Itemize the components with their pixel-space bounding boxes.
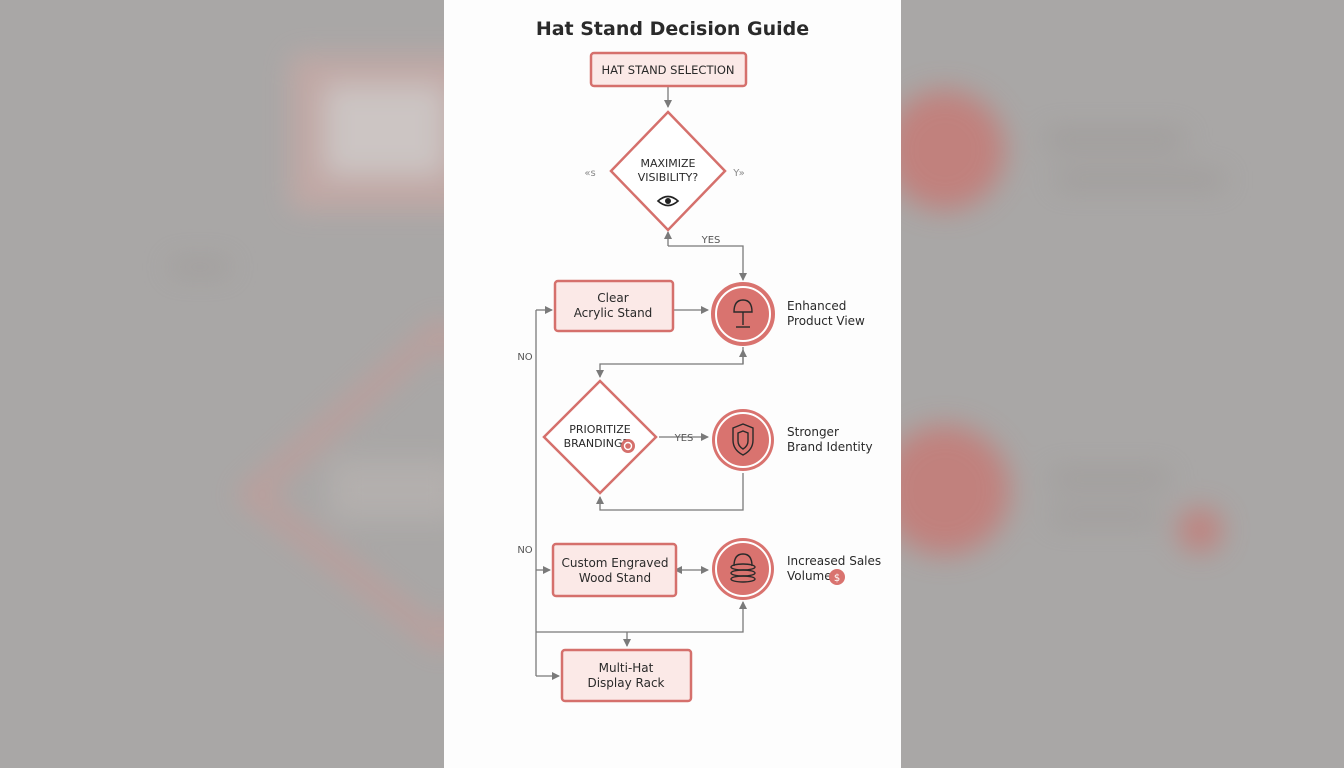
edge-label-yes1: YES — [701, 235, 721, 246]
lamp-icon — [733, 299, 753, 328]
outcome-brand — [712, 409, 774, 471]
outcome-brand-line2: Brand Identity — [787, 440, 873, 454]
dollar-badge-icon: $ — [829, 569, 845, 585]
outcome-sales-line1: Increased Sales — [787, 554, 881, 568]
hat-stack-icon — [730, 553, 756, 583]
node-start-label: HAT STAND SELECTION — [601, 63, 734, 77]
decision-visibility-line1: MAXIMIZE — [640, 157, 695, 170]
outcome-view-line1: Enhanced — [787, 299, 846, 313]
edge-bottom-bus — [536, 601, 747, 633]
node-start: HAT STAND SELECTION — [589, 51, 748, 88]
node-acrylic-stand: Clear Acrylic Stand — [553, 279, 675, 333]
decision-visibility-line2: VISIBILITY? — [638, 171, 699, 184]
decision-visibility: MAXIMIZE VISIBILITY? — [609, 110, 727, 232]
edge-label-no2: NO — [517, 545, 532, 556]
decision-branding-line1: PRIORITIZE — [569, 423, 631, 436]
badge-icon — [621, 439, 635, 453]
node-acrylic-line2: Acrylic Stand — [574, 306, 653, 320]
edge-decision1-yes — [668, 245, 747, 281]
outcome-sales — [712, 538, 774, 600]
outcome-view-line2: Product View — [787, 314, 865, 328]
eye-icon — [656, 195, 680, 207]
connectors — [535, 87, 747, 680]
side-label-left: «s — [584, 168, 595, 179]
outcome-view — [711, 282, 775, 346]
outcome-sales-line2: Volume — [787, 569, 832, 583]
decision-branding-line2: BRANDING? — [564, 437, 629, 450]
node-display-rack: Multi-Hat Display Rack — [560, 648, 693, 703]
node-engraved-line2: Wood Stand — [579, 571, 651, 585]
node-rack-line2: Display Rack — [587, 676, 664, 690]
side-label-right: Y» — [732, 168, 745, 179]
edge-view-to-decision2 — [596, 347, 744, 378]
decision-branding: PRIORITIZE BRANDING? — [542, 379, 658, 495]
node-engraved-stand: Custom Engraved Wood Stand — [551, 542, 678, 598]
edge-label-yes2: YES — [674, 433, 694, 444]
outcome-brand-line1: Stronger — [787, 425, 839, 439]
edge-label-no1: NO — [517, 352, 532, 363]
node-rack-line1: Multi-Hat — [599, 661, 654, 675]
flowchart: «s Y» HAT STAND SELECTION MAXIMIZE VISIB… — [517, 51, 881, 703]
diagram-panel: Hat Stand Decision Guide — [444, 0, 901, 768]
dollar-badge-text: $ — [834, 573, 840, 584]
node-engraved-line1: Custom Engraved — [562, 556, 669, 570]
page-title: Hat Stand Decision Guide — [535, 18, 810, 40]
edge-brand-return — [596, 473, 744, 511]
node-acrylic-line1: Clear — [597, 291, 628, 305]
shield-icon — [732, 423, 754, 456]
